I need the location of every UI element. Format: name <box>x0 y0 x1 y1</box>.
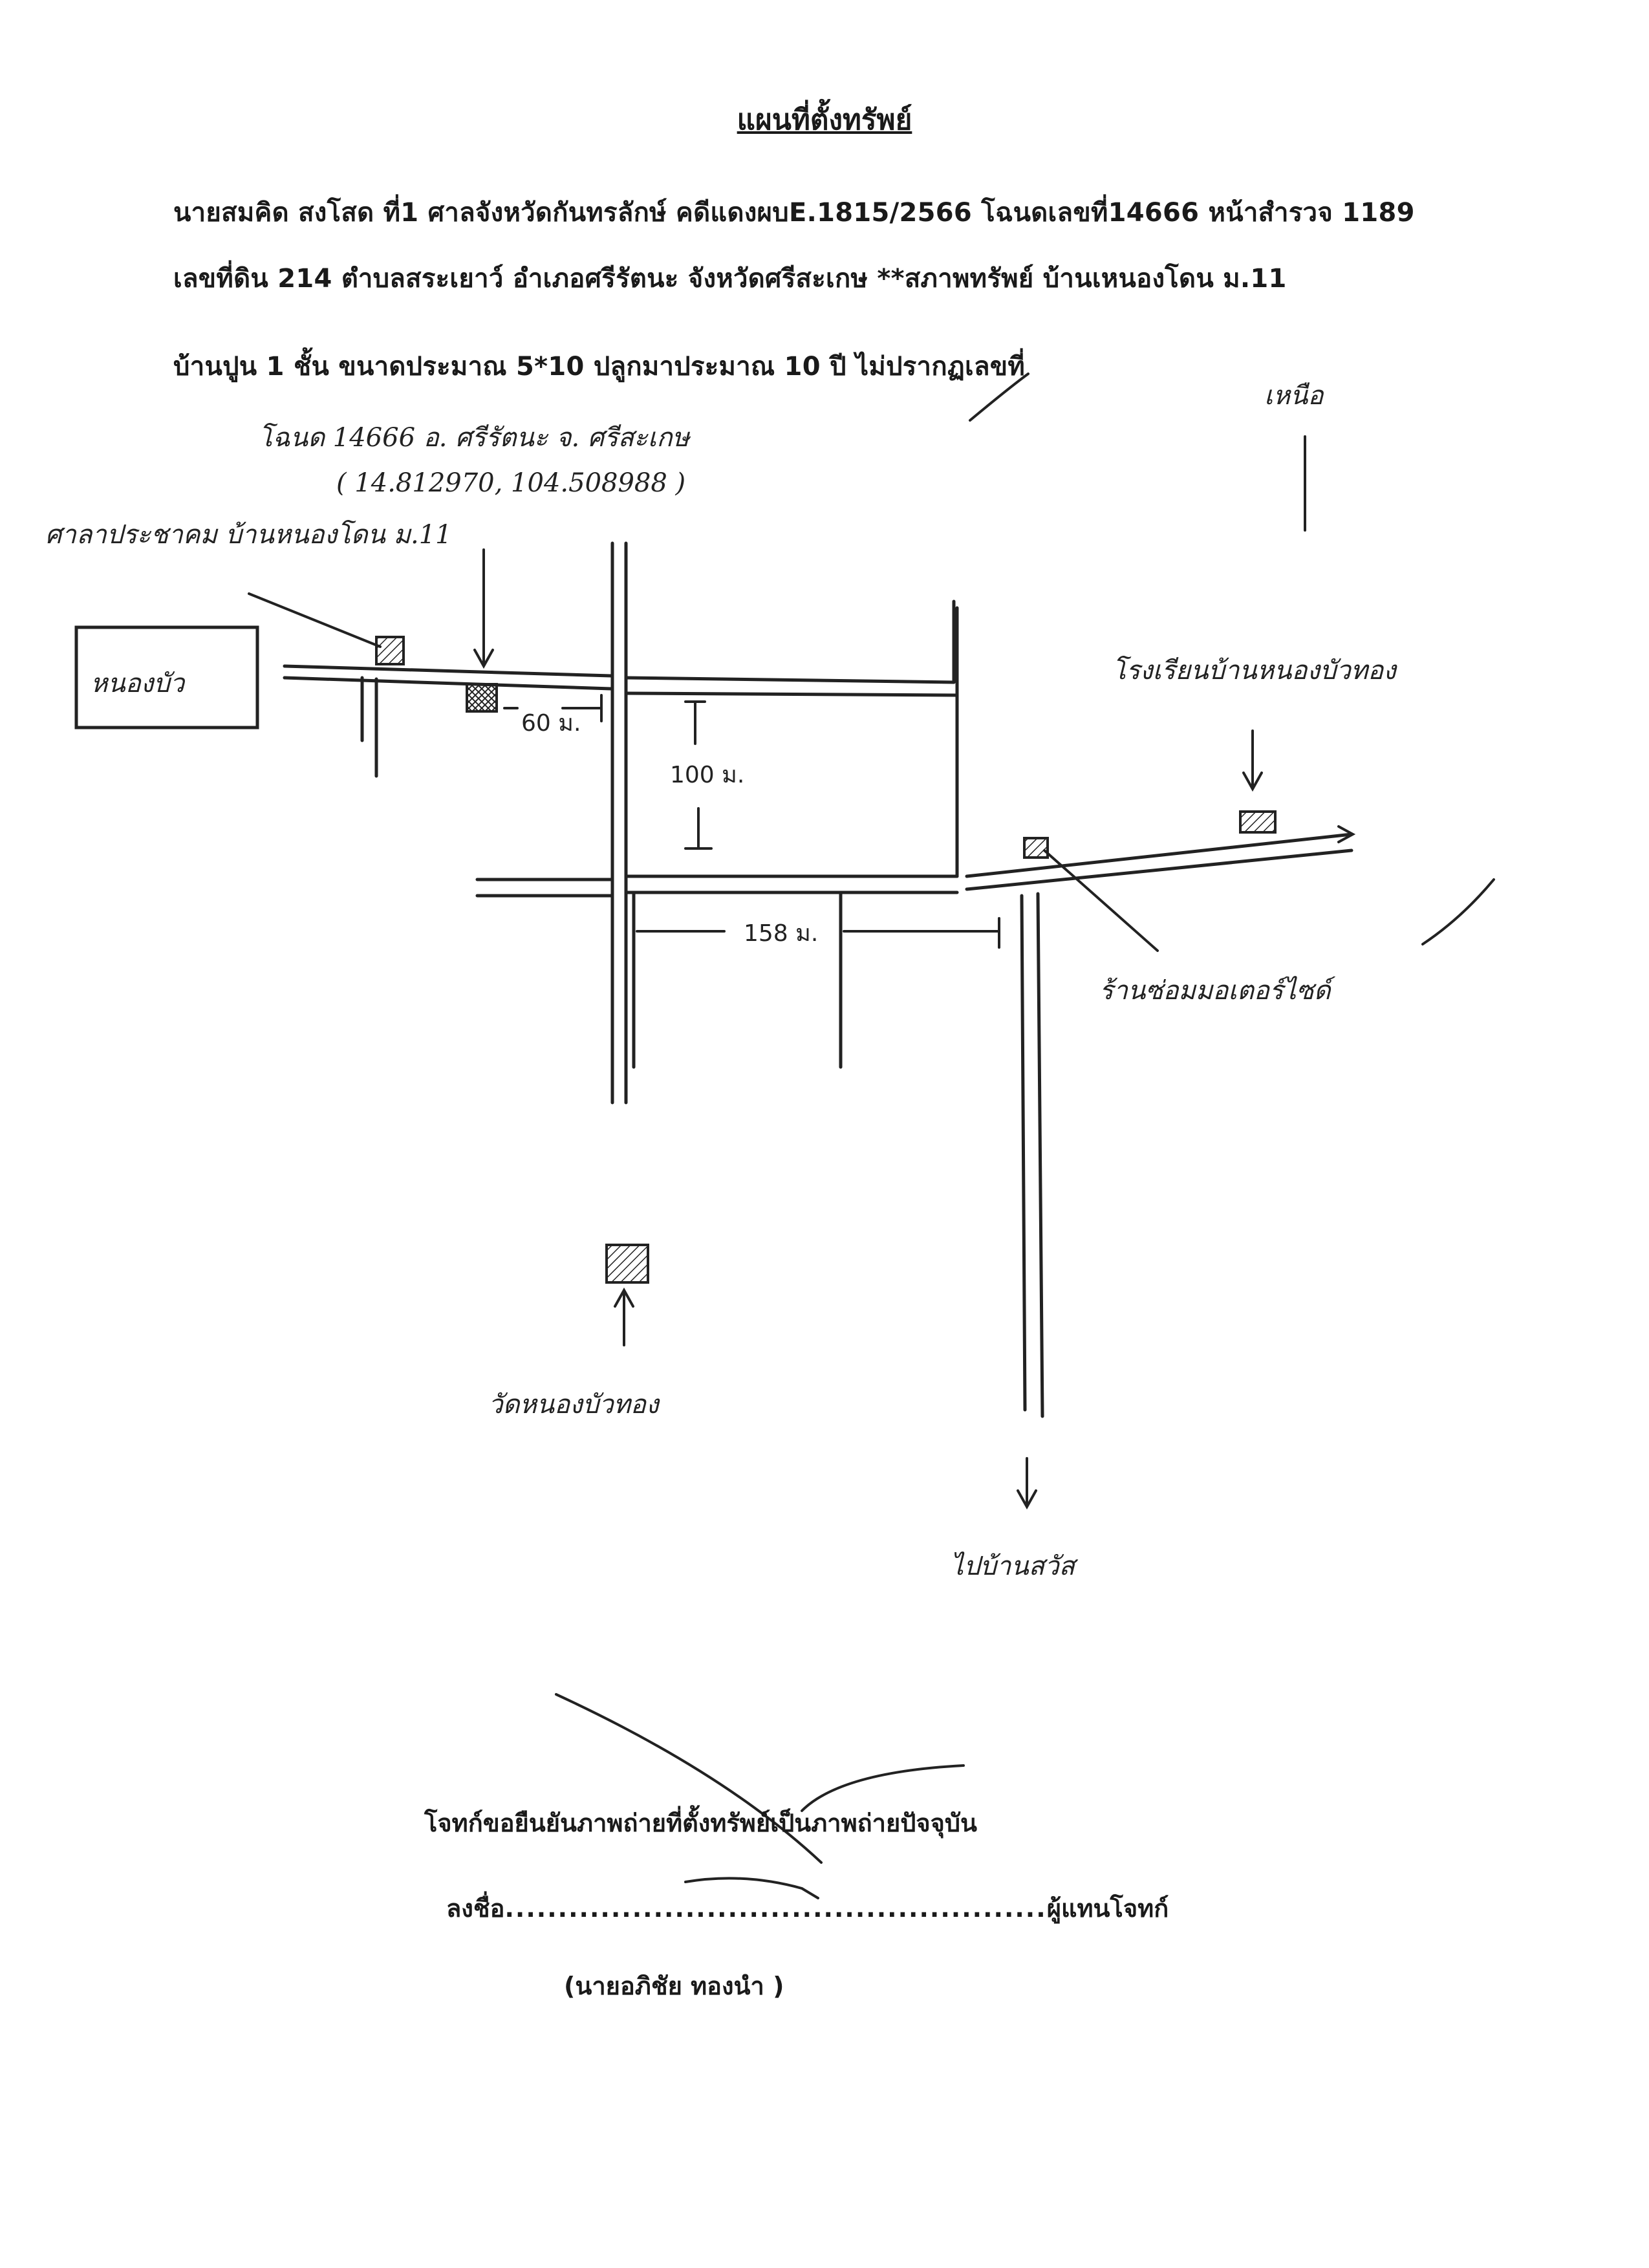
temple-label: วัดหนองบัวทอง <box>488 1390 660 1420</box>
dim-60-label: 60 ม. <box>521 710 581 737</box>
signature-line: ลงชื่อ..................................… <box>446 1888 1169 1928</box>
temple-building-icon <box>605 1244 649 1284</box>
block-top-inner <box>624 691 959 697</box>
shop-pointer <box>1043 849 1159 952</box>
land-details-line: เลขที่ดิน 214 ตำบลสระเยาว์ อำเภอศรีรัตนะ… <box>173 264 1287 294</box>
signature-stroke-long <box>555 1693 823 1864</box>
document-title: แผนที่ตั้งทรัพย์ <box>737 103 912 136</box>
sala-label: ศาลาประชาคม บ้านหนองโดน ม.11 <box>45 519 452 550</box>
temple-pointer-head <box>614 1287 634 1308</box>
sign-dots: ........................................… <box>504 1894 1047 1923</box>
signer-name: (นายอภิชัย ทองนำ ) <box>564 1972 784 2000</box>
deed-note-flourish <box>969 373 1029 422</box>
road-west-top <box>283 664 613 678</box>
pond-box <box>74 625 259 729</box>
property-pointer-head <box>473 649 494 669</box>
sign-label: ลงชื่อ <box>446 1894 505 1923</box>
school-pointer-head <box>1242 772 1263 792</box>
shop-note-flourish <box>1421 878 1495 945</box>
sign-role: ผู้แทนโจทก์ <box>1046 1894 1169 1923</box>
sala-pointer <box>248 592 382 648</box>
sala-building-icon <box>375 636 405 665</box>
road-south-east-left <box>1020 894 1027 1412</box>
dim-158-label: 158 ม. <box>744 920 818 947</box>
to-village-label: ไปบ้านสวัส <box>951 1551 1079 1581</box>
road-east-bottom <box>965 848 1353 891</box>
deed-note: โฉนด 14666 อ. ศรีรัตนะ จ. ศรีสะเกษ <box>259 422 691 453</box>
road-east-arrow <box>1337 825 1356 843</box>
property-description-line: บ้านปูน 1 ชั้น ขนาดประมาณ 5*10 ปลูกมาประ… <box>173 352 1026 382</box>
road-east-top <box>965 832 1353 878</box>
road-west-bottom <box>283 676 613 691</box>
school-building-icon <box>1239 810 1277 834</box>
coordinates-note: ( 14.812970, 104.508988 ) <box>336 468 685 498</box>
dim-100-label: 100 ม. <box>670 762 744 788</box>
road-south-east-right <box>1036 892 1044 1418</box>
to-village-pointer-head <box>1017 1489 1037 1510</box>
case-details-line: นายสมคิด สงโสด ที่1 ศาลจังหวัดกันทรลักษ์… <box>173 198 1415 228</box>
confirmation-statement: โจทก์ขอยืนยันภาพถ่ายที่ตั้งทรัพย์เป็นภาพ… <box>424 1809 977 1837</box>
signature-stroke-scribble <box>684 1877 819 1899</box>
signature-stroke-top <box>801 1764 965 1812</box>
shop-building-icon <box>1023 837 1049 859</box>
school-label: โรงเรียนบ้านหนองบัวทอง <box>1112 655 1397 686</box>
pond-label: หนองบัว <box>91 669 186 698</box>
shop-label: ร้านซ่อมมอเตอร์ไซด์ <box>1099 976 1336 1006</box>
block-top-outer <box>624 676 956 684</box>
property-location-icon <box>466 683 498 713</box>
north-label: เหนือ <box>1264 381 1324 411</box>
